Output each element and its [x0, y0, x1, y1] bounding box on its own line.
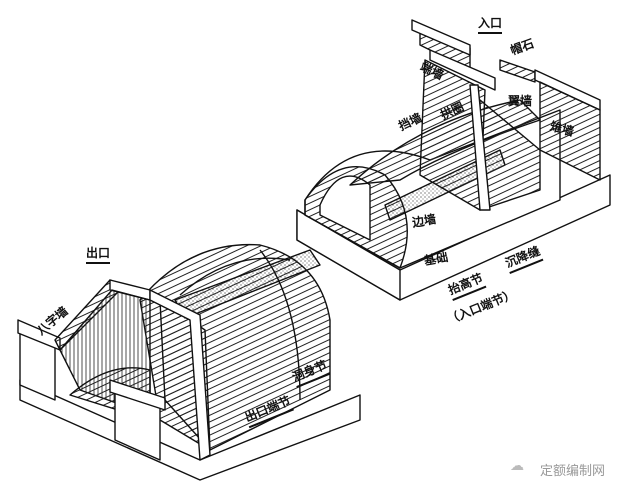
label-outlet: 出口 [86, 244, 111, 264]
inlet-culvert [296, 19, 611, 301]
outlet-culvert [17, 243, 361, 481]
label-wing-wall: 翼墙 [508, 94, 533, 108]
label-inlet: 入口 [478, 14, 503, 34]
wechat-icon: ☁ [510, 458, 524, 474]
watermark: 定额编制网 [540, 464, 606, 479]
